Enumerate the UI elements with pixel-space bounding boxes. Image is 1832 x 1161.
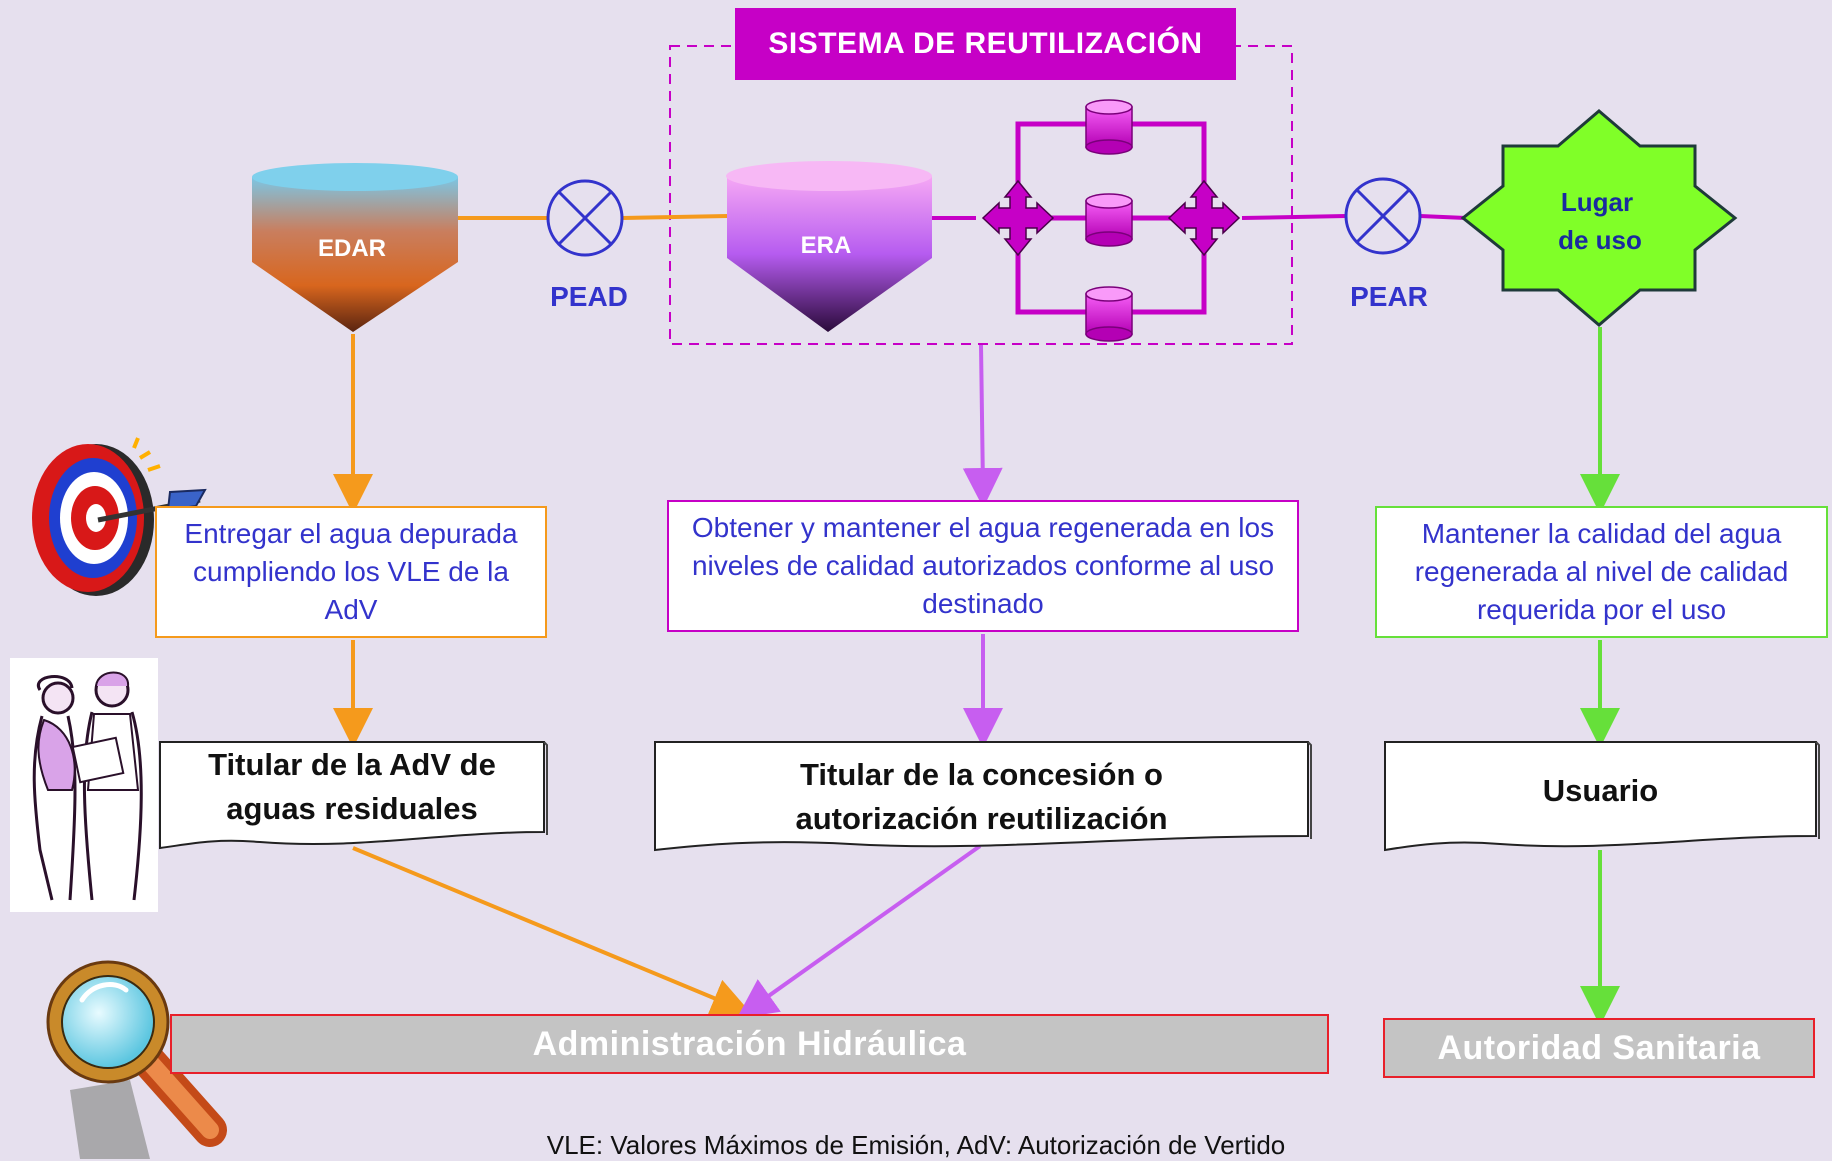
arrow-era-obligation (962, 344, 1003, 508)
pead-valve-icon (546, 179, 624, 257)
footnote: VLE: Valores Máximos de Emisión, AdV: Au… (546, 1130, 1286, 1160)
pipe-treatment-pear (1241, 214, 1347, 220)
lugar-de-uso-star (1460, 109, 1738, 327)
role-shape-usuario (1384, 741, 1817, 852)
role-shape-titular-concesion (654, 741, 1309, 852)
magnifying-glass-icon (46, 960, 227, 1159)
lugar-de-uso-label-line1: Lugar (1561, 187, 1633, 217)
distribution-node-left-icon (981, 179, 1055, 257)
treatment-unit-middle (1085, 193, 1133, 247)
era-tank: ERA (726, 161, 932, 332)
role-shape-titular-adv (159, 741, 545, 850)
arrow-titular-adv-to-hidraulica (352, 846, 752, 1017)
pipe-pead-era (621, 214, 729, 220)
people-illustration (10, 658, 158, 912)
pear-label: PEAR (1350, 281, 1428, 312)
obligation-era: Obtener y mantener el agua regenerada en… (667, 500, 1299, 632)
target-dart-icon (32, 437, 207, 596)
role-titular-adv-line1: Titular de la AdV de (208, 747, 496, 782)
edar-label: EDAR (318, 235, 386, 262)
obligation-uso: Mantener la calidad del agua regenerada … (1375, 506, 1828, 638)
pear-valve-icon (1344, 177, 1422, 255)
role-usuario: Usuario (1542, 773, 1659, 808)
arrow-titular-concesion-to-hidraulica (736, 844, 982, 1019)
role-titular-concesion-line1: Titular de la concesión o (800, 757, 1163, 792)
pipe-pear-lugar (1419, 214, 1467, 220)
role-titular-concesion-line2: autorización reutilización (795, 801, 1168, 836)
treatment-unit-bottom (1085, 286, 1133, 342)
role-titular-adv: Titular de la AdV de aguas residuales (160, 742, 544, 832)
authority-hidraulica: Administración Hidráulica (170, 1014, 1329, 1074)
authority-sanitaria: Autoridad Sanitaria (1383, 1018, 1815, 1078)
distribution-node-right-icon (1167, 179, 1241, 257)
treatment-unit-top (1085, 99, 1133, 155)
obligation-edar: Entregar el agua depurada cumpliendo los… (155, 506, 547, 638)
pead-label: PEAD (550, 281, 628, 312)
reuse-system-title: SISTEMA DE REUTILIZACIÓN (735, 8, 1236, 80)
role-titular-adv-line2: aguas residuales (226, 791, 478, 826)
edar-tank: EDAR (252, 163, 458, 332)
lugar-de-uso-label-line2: de uso (1558, 225, 1642, 255)
treatment-train (981, 99, 1241, 342)
era-label: ERA (801, 232, 852, 259)
role-titular-concesion: Titular de la concesión o autorización r… (655, 752, 1308, 842)
